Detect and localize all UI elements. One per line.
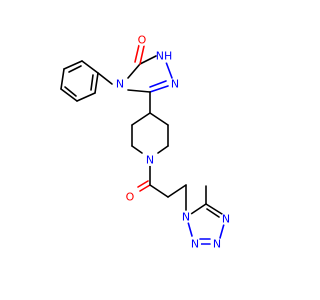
molecule-structure: O NH N N N O N N N N (60, 34, 232, 251)
atom-n4-tetrazole: N (222, 213, 230, 226)
atom-n1-triazolone: N (171, 78, 179, 91)
atom-labels: O NH N N N O N N N N (114, 34, 232, 251)
atom-o-amide: O (126, 191, 135, 204)
phenyl-ring (60, 60, 99, 102)
triazolone-ring (127, 44, 173, 93)
atom-n3-tetrazole: N (213, 238, 221, 251)
tetrazole-ring (187, 185, 225, 245)
atom-o-triazolone: O (138, 34, 147, 47)
bond-phenyl-n4 (97, 72, 113, 85)
atom-n-piperidine: N (146, 154, 154, 167)
amide-group (137, 180, 169, 198)
bond-chain-1 (167, 184, 187, 198)
piperidine-ring (131, 112, 169, 154)
atom-n1-tetrazole: N (182, 211, 190, 224)
atom-n2-tetrazole: N (191, 238, 199, 251)
atom-nh-triazolone: NH (156, 50, 173, 63)
atom-n4-triazolone: N (116, 78, 124, 91)
